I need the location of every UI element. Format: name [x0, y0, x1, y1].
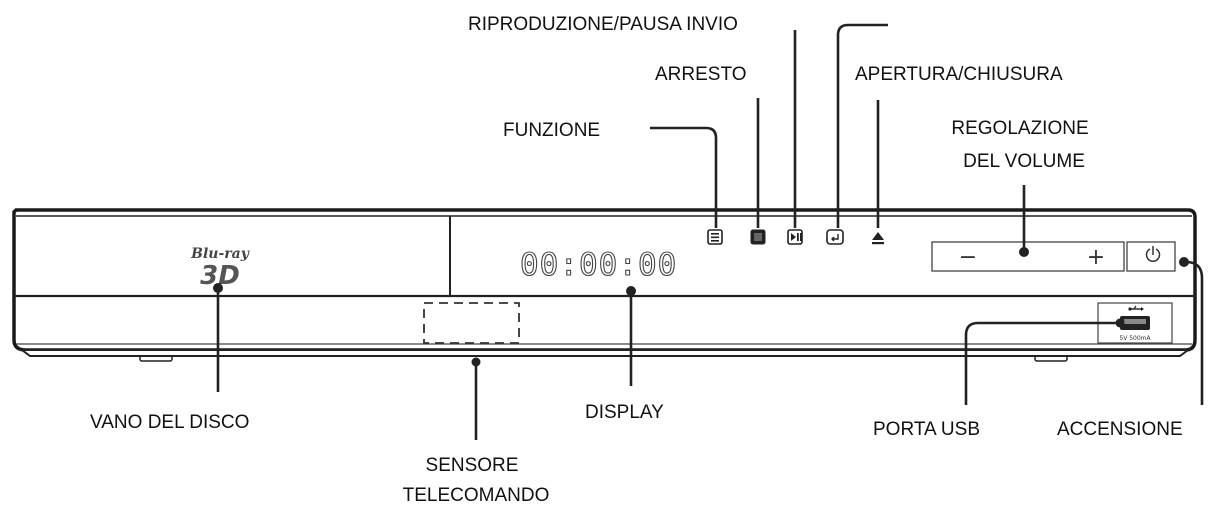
callout-labels: RIPRODUZIONE/PAUSA INVIO ARRESTO APERTUR…: [90, 14, 1183, 506]
function-icon: [711, 233, 719, 242]
power-icon: [1145, 246, 1161, 262]
label-telecomando: TELECOMANDO: [403, 485, 550, 506]
play-pause-icon: [791, 233, 802, 241]
usb-icon: [1128, 305, 1144, 311]
label-accensione: ACCENSIONE: [1057, 419, 1183, 440]
logo-brand-text: Blu-ray: [190, 246, 250, 262]
display-readout: 00:00:00: [520, 247, 677, 283]
label-vano-del-disco: VANO DEL DISCO: [90, 412, 249, 433]
volume-strip: − +: [931, 241, 1125, 272]
label-apertura-chiusura: APERTURA/CHIUSURA: [855, 64, 1063, 85]
remote-sensor-window: [423, 302, 520, 344]
enter-icon: [831, 234, 839, 242]
play-pause-button[interactable]: [787, 229, 803, 245]
volume-up-button[interactable]: +: [1087, 245, 1105, 270]
label-porta-usb: PORTA USB: [873, 419, 980, 440]
label-del-volume: DEL VOLUME: [963, 151, 1085, 172]
label-regolazione: REGOLAZIONE: [951, 118, 1088, 139]
device-body: [12, 208, 1197, 362]
label-arresto: ARRESTO: [655, 64, 747, 85]
label-display: DISPLAY: [585, 402, 664, 423]
volume-down-button[interactable]: −: [959, 245, 977, 270]
usb-rating: 5V 500mA: [1119, 335, 1151, 342]
power-button[interactable]: [1126, 241, 1176, 272]
label-riproduzione-pausa-invio: RIPRODUZIONE/PAUSA INVIO: [468, 14, 738, 35]
eject-button[interactable]: [872, 232, 884, 245]
stop-button[interactable]: [750, 229, 766, 245]
stop-icon: [754, 233, 762, 241]
enter-button[interactable]: [826, 229, 844, 245]
label-sensore: SENSORE: [426, 455, 519, 476]
eject-icon: [872, 232, 884, 245]
leader-lines: [213, 23, 1204, 440]
label-funzione: FUNZIONE: [503, 120, 600, 141]
function-button[interactable]: [707, 229, 723, 245]
